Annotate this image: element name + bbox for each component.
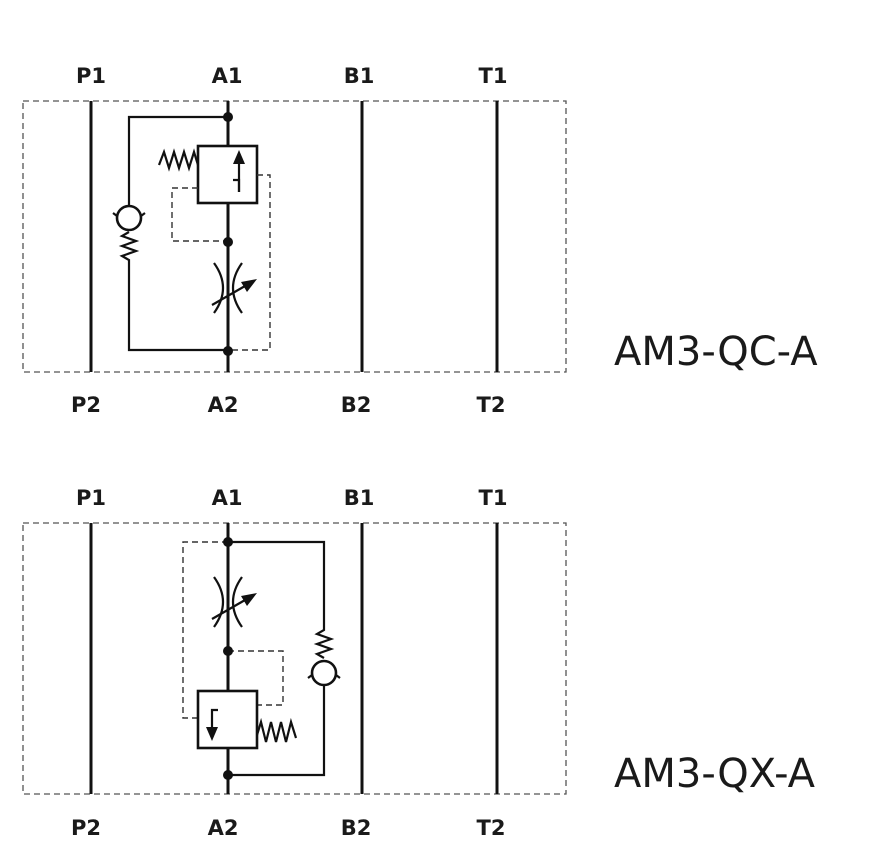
port-label-b1: B1: [344, 486, 375, 510]
junction-dot: [223, 537, 233, 547]
junction-dot: [223, 237, 233, 247]
port-label-a1: A1: [212, 64, 243, 88]
junction-dot: [223, 346, 233, 356]
port-label-b2: B2: [341, 816, 372, 840]
bypass-line-top: [228, 540, 326, 627]
throttle-valve-icon: [211, 576, 257, 628]
pilot-line-left: [182, 541, 228, 719]
module-frame: [22, 100, 567, 373]
throttle-valve-icon: [211, 262, 257, 314]
port-label-t2: T2: [477, 393, 506, 417]
diagram-am3-qx-a: P1 A1 B1 T1 P2 A2 B2 T2: [22, 486, 816, 840]
pressure-compensator-icon: [157, 144, 259, 205]
port-label-p2: P2: [71, 816, 101, 840]
pilot-line-right: [228, 174, 271, 351]
port-label-t2: T2: [477, 816, 506, 840]
port-label-a2: A2: [208, 816, 239, 840]
bypass-line-bottom: [127, 264, 228, 352]
junction-dot: [223, 770, 233, 780]
port-label-b1: B1: [344, 64, 375, 88]
port-label-b2: B2: [341, 393, 372, 417]
pilot-line-left: [171, 187, 228, 242]
junction-dot: [223, 646, 233, 656]
bypass-line-top: [127, 115, 228, 207]
pressure-reducing-valve-icon: [196, 689, 298, 750]
pilot-line-right: [228, 650, 284, 706]
port-label-t1: T1: [479, 486, 508, 510]
model-name: AM3-QX-A: [614, 751, 816, 797]
bypass-line-bottom: [228, 686, 326, 777]
port-label-p2: P2: [71, 393, 101, 417]
check-valve-icon: [307, 627, 341, 687]
model-name: AM3-QC-A: [614, 329, 818, 375]
diagram-am3-qc-a: P1 A1 B1 T1 P2 A2 B2 T2: [22, 64, 818, 417]
port-label-p1: P1: [76, 486, 106, 510]
port-label-t1: T1: [479, 64, 508, 88]
port-label-a1: A1: [212, 486, 243, 510]
module-frame: [22, 522, 567, 795]
junction-dot: [223, 112, 233, 122]
port-label-p1: P1: [76, 64, 106, 88]
port-label-a2: A2: [208, 393, 239, 417]
check-valve-icon: [112, 204, 146, 264]
